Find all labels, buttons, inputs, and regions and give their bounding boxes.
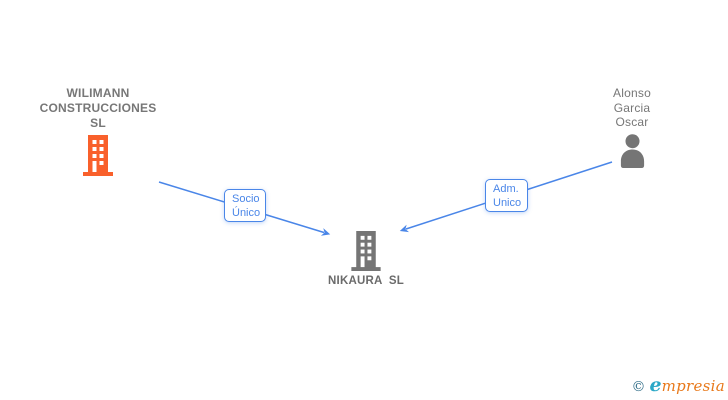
edge-label-line: Adm. (493, 183, 519, 195)
person-icon[interactable] (618, 133, 647, 168)
logo-text: mpresia (661, 377, 725, 395)
node-administrator[interactable]: Alonso Garcia Oscar (600, 86, 664, 168)
logo-letter-e: e (649, 374, 662, 396)
node-parent-company[interactable]: WILIMANN CONSTRUCCIONES SL (38, 86, 158, 176)
edge-label-line: Socio (232, 193, 260, 205)
building-icon[interactable] (83, 135, 113, 176)
empresia-logo: © e mpresia (631, 374, 725, 396)
edge-label-line: Único (232, 207, 261, 219)
target-company-name[interactable]: NIKAURA SL (328, 275, 404, 287)
parent-company-name[interactable]: WILIMANN CONSTRUCCIONES SL (39, 86, 157, 130)
copyright-icon: © (631, 379, 646, 395)
edge-label-adm-unico: Adm. Unico (485, 179, 528, 212)
administrator-name[interactable]: Alonso Garcia Oscar (613, 86, 651, 129)
edge-label-line: Unico (493, 197, 522, 209)
edge-label-socio-unico: Socio Único (224, 189, 266, 222)
node-target-company[interactable]: NIKAURA SL (316, 231, 416, 289)
building-icon[interactable] (350, 231, 382, 271)
